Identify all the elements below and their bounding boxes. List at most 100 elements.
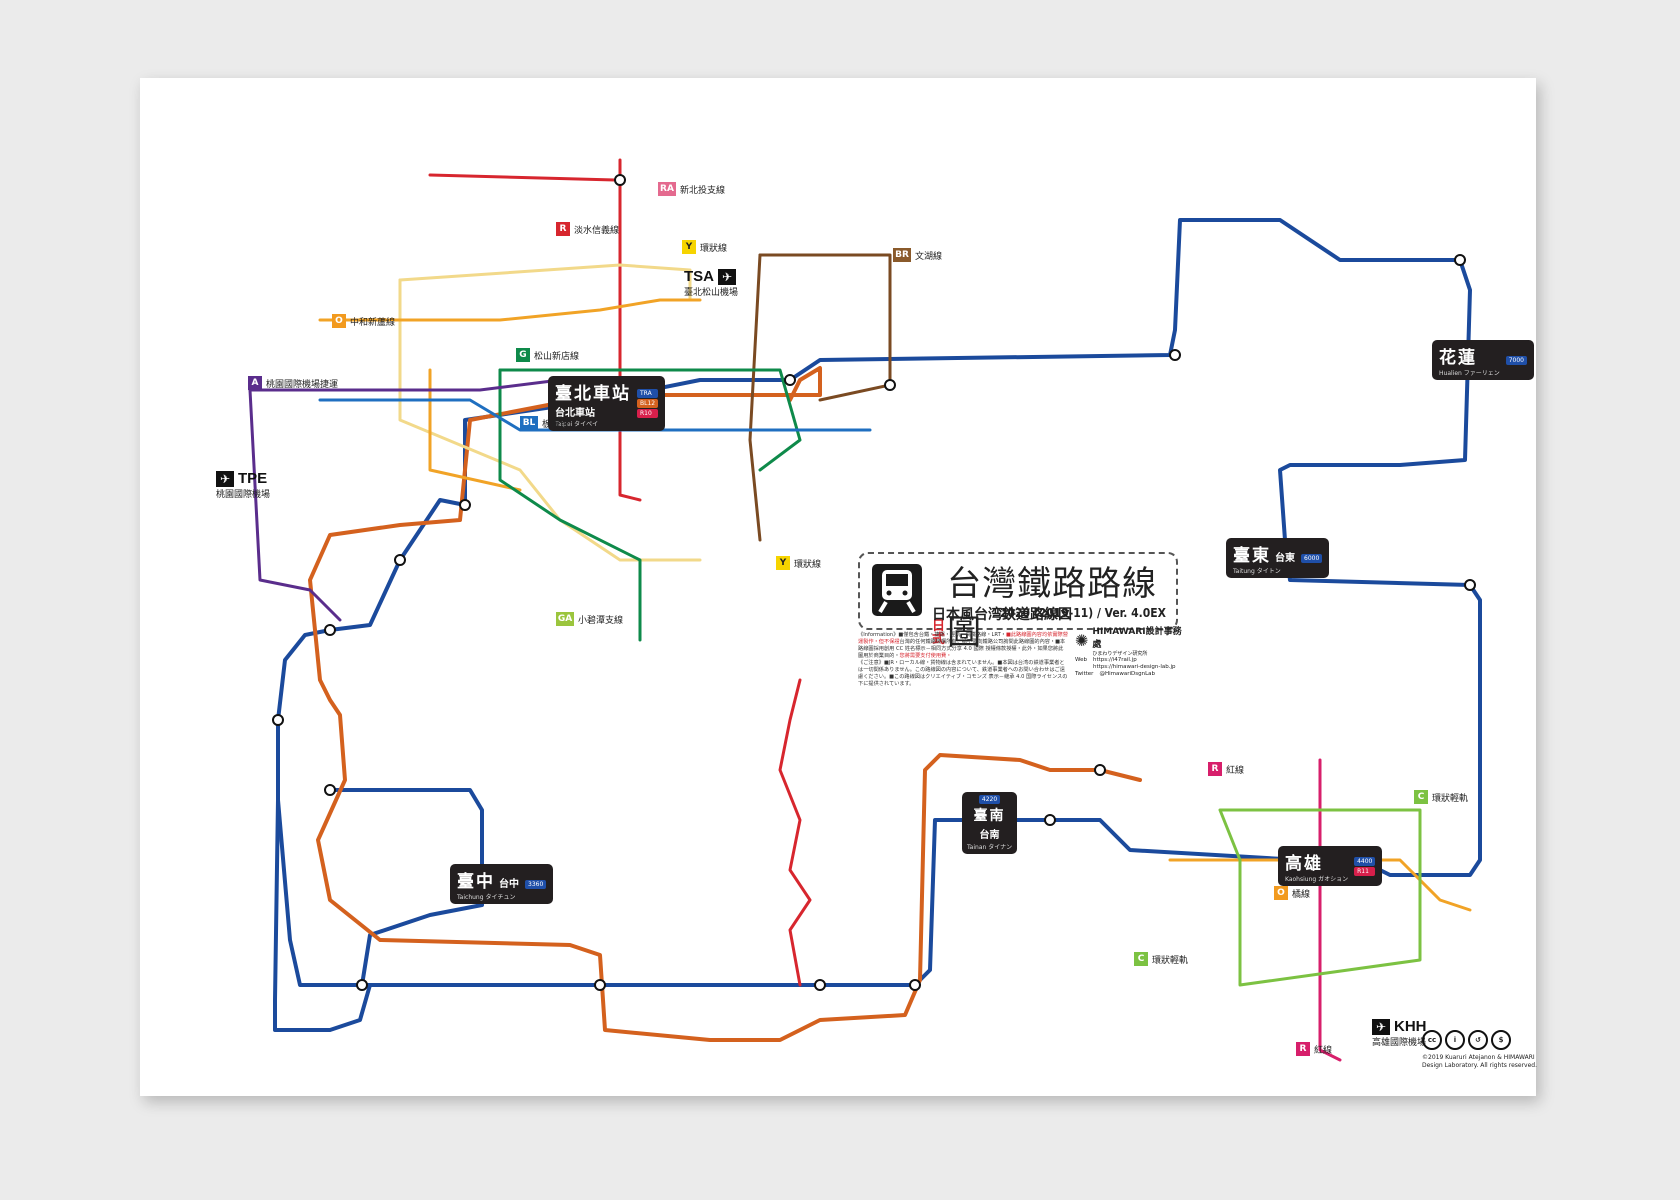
line-code: BL <box>520 416 538 430</box>
line-tra-taichung <box>328 788 484 987</box>
airport-khh[interactable]: ✈KHH 高雄國際機場 <box>1372 1018 1427 1048</box>
line-label: 小碧潭支線 <box>578 615 624 626</box>
airport-tpe[interactable]: ✈TPE 桃園國際機場 <box>216 470 270 500</box>
line-code: R <box>556 222 570 236</box>
hub-en: Taichung タイチュン <box>457 894 516 901</box>
hub-taichung[interactable]: 臺中台中 Taichung タイチュン 3360 <box>450 864 554 904</box>
line-code: O <box>1274 886 1288 900</box>
line-code: G <box>516 348 530 362</box>
line-badge-bl[interactable]: BL 板南線 <box>520 416 569 430</box>
line-label: 紅線 <box>1226 765 1245 776</box>
line-metro-brown <box>758 253 892 402</box>
title-prefix: 式 <box>932 632 946 647</box>
line-khh-lrt <box>1218 808 1422 987</box>
line-code: RA <box>658 182 676 196</box>
line-hsr <box>308 366 1142 1042</box>
hub-en: Taitung タイトン <box>1233 568 1281 575</box>
line-alishan <box>778 678 812 987</box>
notes-text: ■JR・ローカル線・貨物線は含まれていません。■本図は台湾の鉄道事業者とは一切関… <box>858 660 1068 687</box>
info-text-1: ■僅包含台鐵・捷運・輕軌・高鐵路線・LRT・ <box>898 632 1006 638</box>
hub-en: Kaohsiung ガオション <box>1285 876 1349 883</box>
airport-code: TPE <box>238 470 268 487</box>
info-text: 《Information》■僅包含台鐵・捷運・輕軌・高鐵路線・LRT・■此路線圖… <box>858 632 1068 688</box>
station-markers <box>272 174 1476 991</box>
line-metro-yellow <box>398 263 692 302</box>
station-code: 3360 <box>525 879 547 889</box>
station-code: 4220 <box>978 795 1001 804</box>
airport-code: TSA <box>684 268 714 285</box>
hub-name: 高雄 <box>1285 854 1323 874</box>
by-icon: i <box>1445 1030 1465 1050</box>
hub-sub: 台東 <box>1275 553 1295 564</box>
airport-tsa[interactable]: TSA✈ 臺北松山機場 <box>684 268 738 298</box>
hub-name: 花蓮 <box>1439 348 1477 368</box>
station-code: 6000 <box>1301 553 1323 563</box>
info-lead: 《Information》 <box>858 632 899 638</box>
line-metro-green <box>498 368 802 472</box>
airplane-icon: ✈ <box>718 268 736 285</box>
publisher-sub: ひまわりデザイン研究所 <box>1092 651 1148 657</box>
line-code: Y <box>682 240 696 254</box>
airport-code: KHH <box>1394 1018 1427 1035</box>
station-code: R11 <box>1354 866 1376 876</box>
line-code: BR <box>893 248 911 262</box>
web-link[interactable]: https://i47rail.jp <box>1093 657 1137 663</box>
airport-name: 高雄國際機場 <box>1372 1038 1427 1048</box>
line-label: 環狀輕軌 <box>1432 793 1469 804</box>
line-metro-brown-2 <box>748 253 762 542</box>
line-metro-orange-2 <box>428 368 522 492</box>
line-code: C <box>1134 952 1148 966</box>
title-block: 日式 台灣鐵路路線圖 日本風台湾鉄道路線図 2020 (2019-11) / V… <box>858 552 1178 653</box>
hub-sub: 台南 <box>979 830 1000 841</box>
line-metro-yellow-2 <box>398 278 702 562</box>
web-link[interactable]: https://himawari-design-lab.jp <box>1093 664 1176 670</box>
hub-hualien[interactable]: 花蓮 Hualien ファーリェン 7000 <box>1432 340 1535 380</box>
airport-name: 臺北松山機場 <box>684 288 739 298</box>
twitter-label: Twitter <box>1075 671 1094 677</box>
version-label: 2020 (2019-11) / Ver. 4.0EX <box>999 606 1166 620</box>
hub-name: 臺東 <box>1233 546 1271 566</box>
publisher-brand: HIMAWARI設計事務處 <box>1092 627 1182 650</box>
hub-en: Taipei タイペイ <box>555 421 599 428</box>
hub-name: 臺南 <box>973 808 1006 824</box>
web-label: Web <box>1075 657 1087 663</box>
hub-tainan[interactable]: 4220 臺南 台南 Tainan タイナン <box>962 792 1018 854</box>
hub-name: 臺北車站 <box>555 384 631 404</box>
twitter-link[interactable]: @HimawariDsgnLab <box>1099 671 1155 677</box>
hub-en: Hualien ファーリェン <box>1439 370 1500 377</box>
info-text-2: 台灣的任何鐵路機構所有。請不要向鐵路公司詢問此路線圖的內容・■本路線圖採用創用 … <box>858 639 1066 659</box>
line-code: R <box>1208 762 1222 776</box>
line-label: 淡水信義線 <box>574 225 620 236</box>
cc-license-icons: cc i ↺ $ <box>1422 1030 1537 1050</box>
line-badge-r-khh[interactable]: R 紅線 <box>1208 762 1244 776</box>
line-badge-r-tamsui[interactable]: R 淡水信義線 <box>556 222 619 236</box>
line-label: 板南線 <box>542 419 570 430</box>
hub-taipei[interactable]: 臺北車站 台北車站 Taipei タイペイ TRA BL12 R10 <box>548 376 666 431</box>
station-code: 4400 <box>1354 856 1376 866</box>
station-code: BL12 <box>637 399 659 408</box>
line-tra-west-lower <box>273 798 372 1032</box>
hub-name: 臺中 <box>457 872 495 892</box>
hub-taitung[interactable]: 臺東台東 Taitung タイトン 6000 <box>1226 538 1330 578</box>
title-text: 台灣鐵路路線圖 <box>947 564 1158 653</box>
hub-kaohsiung[interactable]: 高雄 Kaohsiung ガオション 4400 R11 <box>1278 846 1383 886</box>
line-label: 紅線 <box>1314 1045 1333 1056</box>
info-red-1: ■此路線圖內容均依實際營運製作・但不保證 <box>858 632 1068 645</box>
line-label: 中和新蘆線 <box>350 317 396 328</box>
station-code: R10 <box>637 409 659 418</box>
title-main: 日式 台灣鐵路路線圖 <box>932 556 1176 654</box>
line-metro-purple <box>248 378 562 392</box>
